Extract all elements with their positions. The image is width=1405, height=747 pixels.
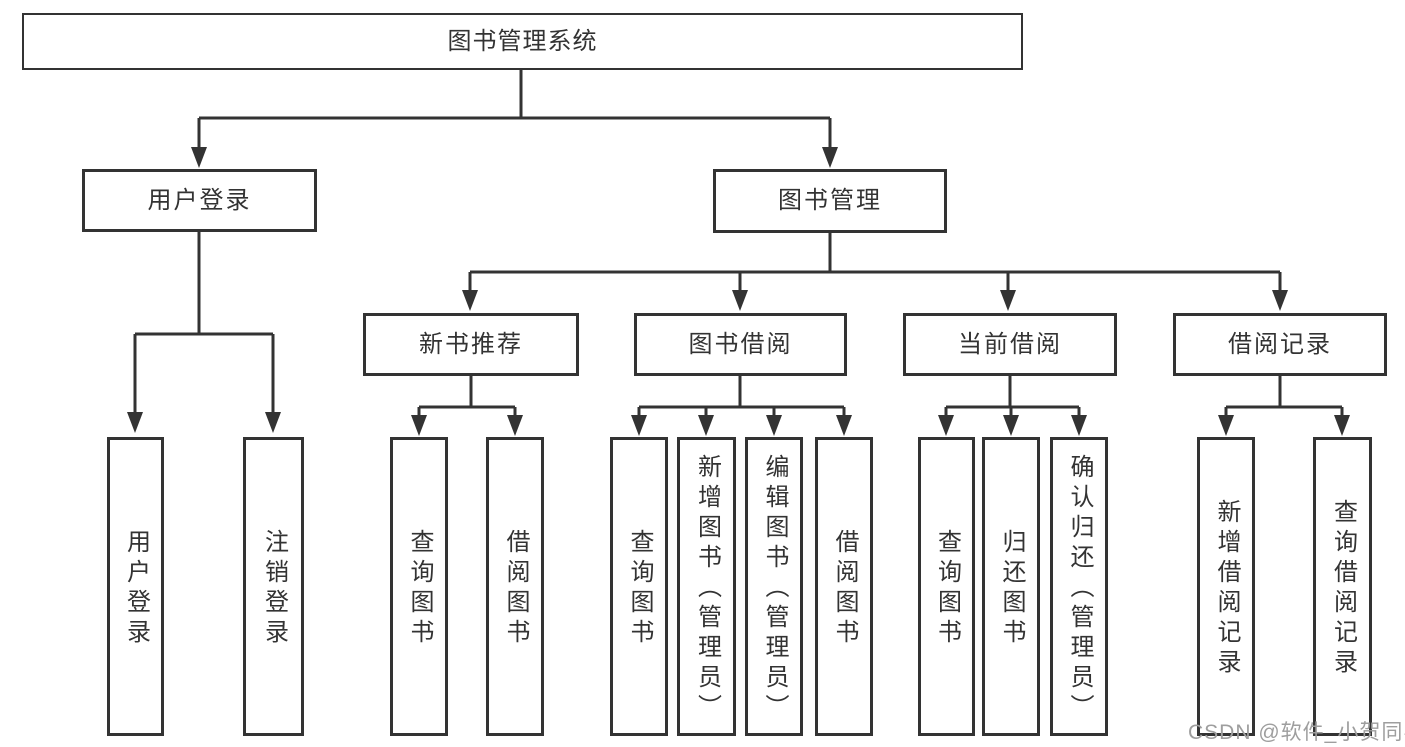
leaf-query-books-current: 查询图书 — [918, 437, 975, 736]
leaf-query-borrow-record: 查询借阅记录 — [1313, 437, 1372, 736]
leaf-query-books-borrow: 查询图书 — [610, 437, 668, 736]
node-current-borrowing: 当前借阅 — [903, 313, 1117, 376]
leaf-query-books-recommend: 查询图书 — [390, 437, 448, 736]
leaf-confirm-return-admin: 确认归还（管理员） — [1050, 437, 1108, 736]
node-book-borrowing: 图书借阅 — [634, 313, 847, 376]
leaf-borrow-books: 借阅图书 — [815, 437, 873, 736]
leaf-logout: 注销登录 — [243, 437, 304, 736]
csdn-watermark: CSDN @软件_小贺同学 — [1188, 721, 1405, 744]
leaf-return-book: 归还图书 — [982, 437, 1040, 736]
leaf-add-book-admin: 新增图书（管理员） — [677, 437, 736, 736]
node-new-book-recommend: 新书推荐 — [363, 313, 579, 376]
node-library-system-root: 图书管理系统 — [22, 13, 1023, 70]
node-borrowing-records: 借阅记录 — [1173, 313, 1387, 376]
node-book-management: 图书管理 — [713, 169, 947, 233]
leaf-borrow-books-recommend: 借阅图书 — [486, 437, 544, 736]
node-user-login: 用户登录 — [82, 169, 317, 232]
leaf-user-login: 用户登录 — [107, 437, 164, 736]
leaf-add-borrow-record: 新增借阅记录 — [1197, 437, 1255, 736]
leaf-edit-book-admin: 编辑图书（管理员） — [745, 437, 803, 736]
